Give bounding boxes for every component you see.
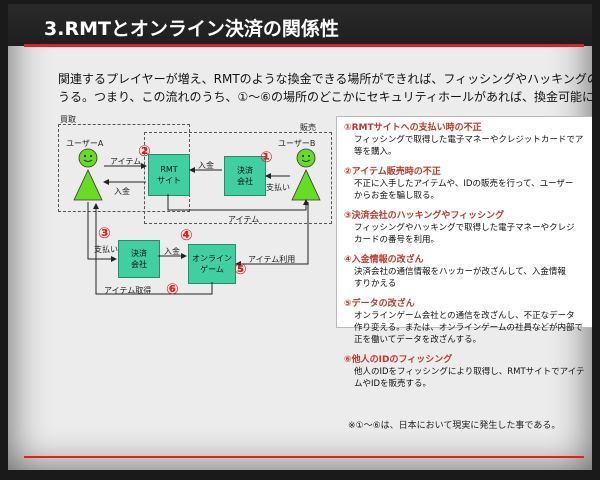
presentation-slide: 3.RMTとオンライン決済の関係性 関連するプレイヤーが増え、RMTのような換金… xyxy=(8,4,592,470)
marker-1: ① xyxy=(260,148,273,166)
label-payment-right: 支払い xyxy=(266,183,290,192)
item-3-body-1: フィッシングやハッキングで取得した電子マネーやクレジ xyxy=(354,223,575,233)
item-1-heading: ①RMTサイトへの支払い時の不正 xyxy=(344,123,482,133)
title-underline xyxy=(24,44,584,47)
payment-company-box-1: 決済 会社 xyxy=(224,156,266,196)
marker-6: ⑥ xyxy=(166,280,179,298)
item-4-body-1: 決済会社の通信情報をハッカーが改ざんして、入金情報 xyxy=(354,267,566,277)
intro-line-2: うる。つまり、この流れのうち、①〜⑥の場所のどこかにセキュリティホールがあれば、… xyxy=(58,90,592,104)
footnote: ※①〜⑥は、日本において現実に発生した事である。 xyxy=(348,421,561,431)
label-item-use: アイテム利用 xyxy=(248,255,296,264)
item-5-body-2: 作り変える。または、オンラインゲームの社員などが内部で xyxy=(354,323,583,333)
marker-5: ⑤ xyxy=(234,260,247,278)
user-a-label: ユーザーA xyxy=(66,139,104,148)
item-4-body-2: すりかえる xyxy=(354,279,397,289)
label-payment-left: 支払い xyxy=(94,245,118,254)
item-2-body-1: 不正に入手したアイテムや、IDの販売を行って、ユーザー xyxy=(354,179,574,189)
buy-zone-label: 買取 xyxy=(60,115,76,124)
label-deposit-left: 入金 xyxy=(114,187,130,196)
item-5-body-3: 正を働いてデータを改ざんする。 xyxy=(354,335,482,345)
label-item-get: アイテム取得 xyxy=(104,286,152,295)
payment-company-box-2: 決済 会社 xyxy=(118,240,160,278)
flow-arrows xyxy=(87,163,309,295)
marker-4: ④ xyxy=(180,226,193,244)
item-5-body-1: オンラインゲーム会社との通信を改ざんし、不正なデータ xyxy=(354,311,575,321)
user-b-label: ユーザーB xyxy=(278,139,316,148)
slide-title: 3.RMTとオンライン決済の関係性 xyxy=(44,18,339,40)
intro-line-1: 関連するプレイヤーが増え、RMTのような換金できる場所ができれば、フィッシングや… xyxy=(58,72,592,86)
item-2-body-2: からお金を騙し取る。 xyxy=(354,191,440,201)
intro-text: 関連するプレイヤーが増え、RMTのような換金できる場所ができれば、フィッシングや… xyxy=(58,70,592,106)
item-5-heading: ⑤データの改ざん xyxy=(344,299,415,309)
label-deposit-mid: 入金 xyxy=(164,247,180,256)
item-6-heading: ⑥他人のIDのフィッシング xyxy=(344,355,453,365)
item-6-body-2: ムやIDを販売する。 xyxy=(354,379,432,389)
title-bar: 3.RMTとオンライン決済の関係性 xyxy=(8,4,592,46)
user-a-figure xyxy=(73,148,103,201)
sell-zone xyxy=(144,132,332,224)
item-1-body-1: フィッシングで取得した電子マネーやクレジットカードでア xyxy=(354,135,584,145)
item-3-heading: ③決済会社のハッキングやフィッシング xyxy=(344,211,505,221)
item-6-body-1: 他人のIDをフィッシングにより取得し、RMTサイトでアイテ xyxy=(354,367,585,377)
label-item-top: アイテム xyxy=(110,157,142,166)
bottom-accent-line xyxy=(24,456,584,458)
label-deposit-top: 入金 xyxy=(198,161,214,170)
item-4-heading: ④入金情報の改ざん xyxy=(344,255,424,265)
marker-3: ③ xyxy=(98,224,111,242)
item-1-body-2: 等を購入。 xyxy=(354,147,397,157)
explanation-panel xyxy=(336,116,592,328)
sell-zone-label: 販売 xyxy=(300,123,316,132)
item-2-heading: ②アイテム販売時の不正 xyxy=(344,167,441,177)
item-3-body-2: カードの番号を利用。 xyxy=(354,235,440,245)
label-item-bottom: アイテム xyxy=(228,215,260,224)
marker-2: ② xyxy=(138,142,151,160)
rmt-site-box: RMT サイト xyxy=(148,154,190,196)
